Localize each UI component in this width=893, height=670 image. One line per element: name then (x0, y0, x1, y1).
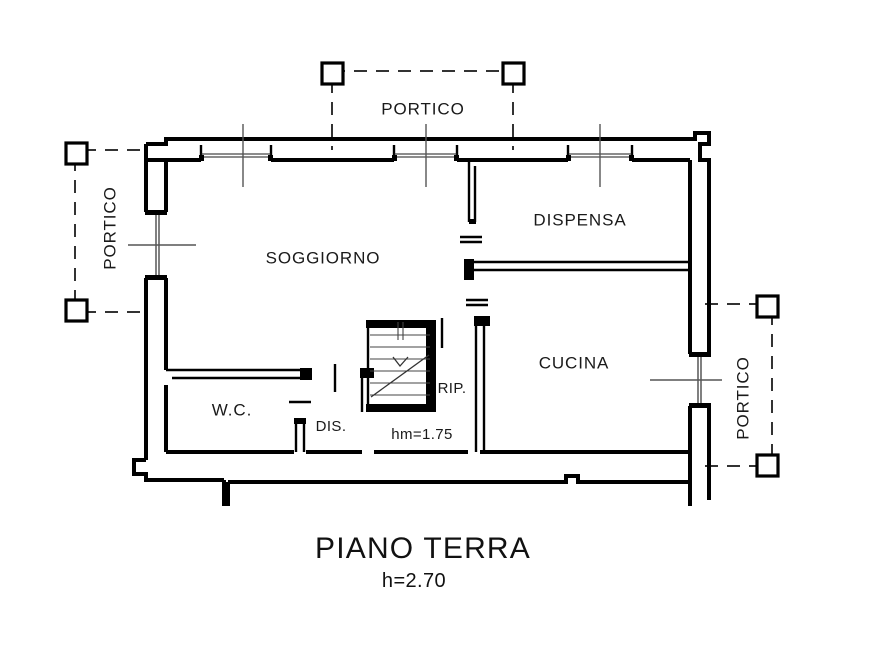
portico-label-left: PORTICO (100, 186, 119, 269)
page-title: PIANO TERRA (315, 532, 531, 565)
portico-labels: PORTICO PORTICO PORTICO (100, 99, 752, 439)
room-label-rip: RIP. (438, 380, 467, 397)
room-label-soggiorno: SOGGIORNO (266, 248, 381, 267)
pillar-top-right (501, 61, 526, 86)
interior-partitions (166, 160, 690, 452)
portico-outline-left (74, 149, 148, 313)
portico-pillars (64, 61, 780, 478)
centre-lines (128, 124, 722, 381)
window-top-1 (199, 145, 273, 161)
pillar-right-lower (755, 453, 780, 478)
pillar-left-upper (64, 141, 89, 166)
room-label-wc: W.C. (212, 400, 252, 419)
portico-label-right: PORTICO (733, 356, 752, 439)
pillar-left-lower (64, 298, 89, 323)
portico-outline-right (705, 303, 773, 467)
room-label-cucina: CUCINA (539, 353, 610, 372)
room-label-dis: DIS. (316, 418, 347, 435)
stair-headroom-note: hm=1.75 (391, 426, 453, 443)
building-walls (132, 131, 711, 506)
ceiling-height-note: h=2.70 (382, 570, 446, 592)
room-label-dispensa: DISPENSA (533, 210, 626, 229)
portico-label-top: PORTICO (381, 99, 464, 118)
room-labels: SOGGIORNO DISPENSA CUCINA W.C. DIS. RIP. (212, 210, 626, 435)
staircase (360, 320, 436, 412)
portico-outline-top (331, 70, 514, 150)
pillar-right-upper (755, 294, 780, 319)
pillar-top-left (320, 61, 345, 86)
